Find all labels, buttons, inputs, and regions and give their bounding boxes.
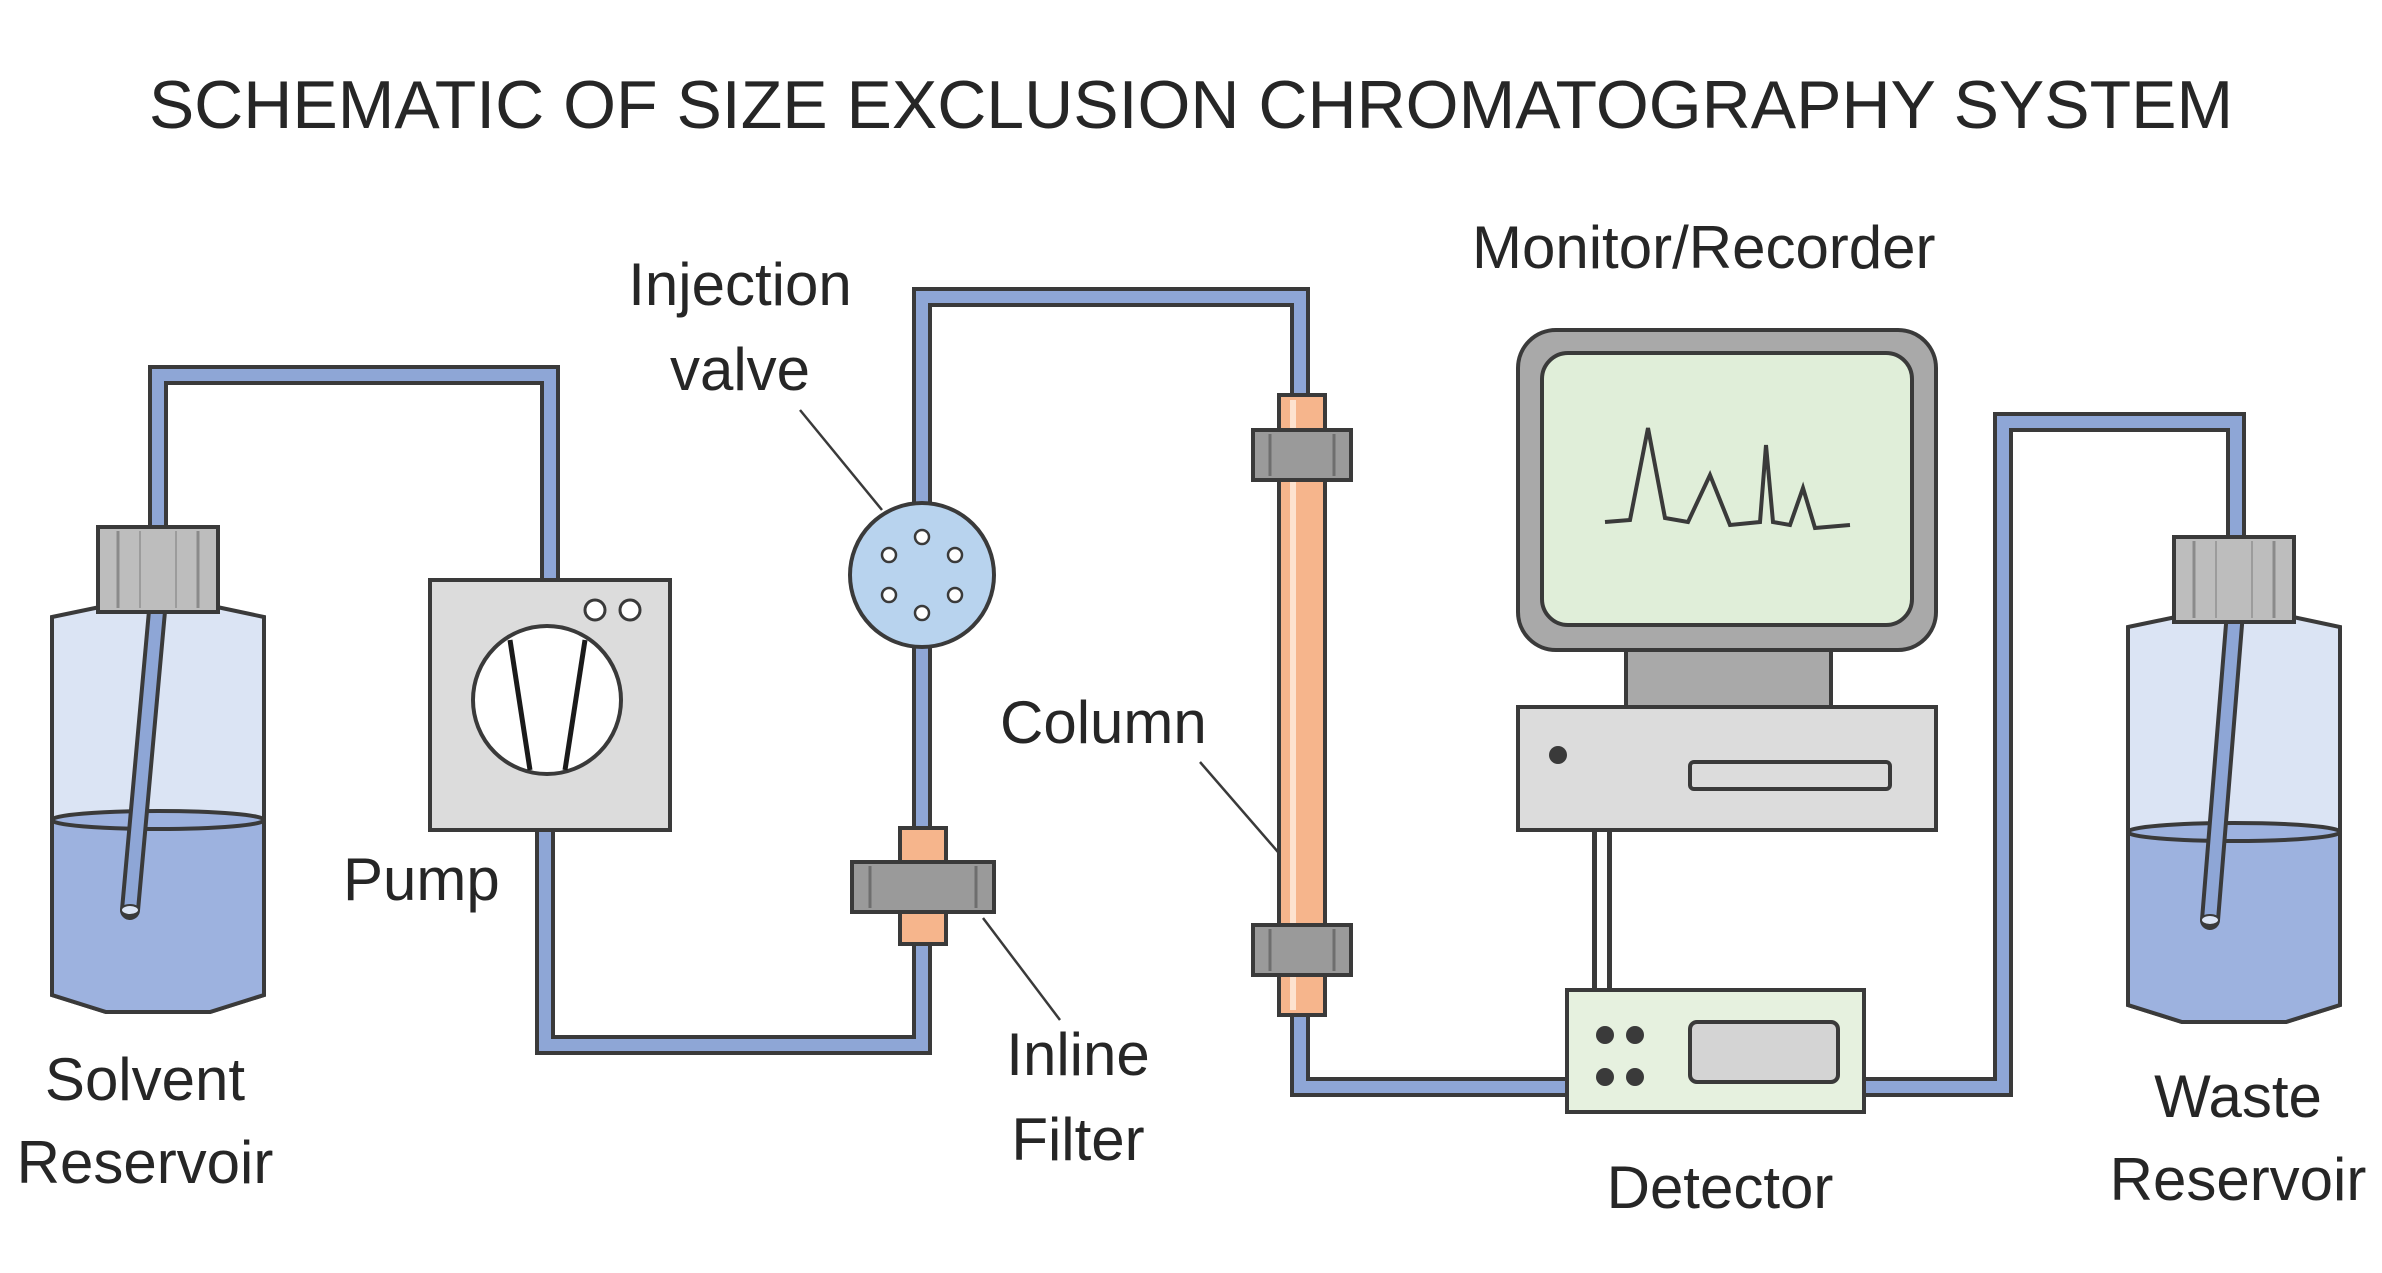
- column-bottom-fitting: [1251, 923, 1353, 977]
- tube-valve-to-column: [912, 287, 1310, 510]
- label-monitor-recorder: Monitor/Recorder: [1472, 214, 1936, 281]
- label-waste-reservoir-line1: Waste: [2154, 1063, 2322, 1130]
- detector-unit: [1565, 988, 1866, 1114]
- label-injection-valve-line2: valve: [670, 336, 810, 403]
- inline-filter-leader-line: [982, 917, 1061, 1021]
- monitor-recorder: [1516, 328, 1938, 832]
- monitor-screen: [1540, 351, 1914, 627]
- detector-display: [1688, 1020, 1840, 1084]
- waste-dip-tube: [2200, 590, 2246, 930]
- recorder-power-dot: [1549, 746, 1567, 764]
- diagram-title: SCHEMATIC OF SIZE EXCLUSION CHROMATOGRAP…: [149, 67, 2233, 143]
- tube-column-to-detector: [1290, 1010, 1570, 1097]
- injection-valve: [848, 501, 996, 649]
- label-solvent-reservoir-line1: Solvent: [45, 1046, 245, 1113]
- tube-reservoir-to-pump: [148, 365, 560, 580]
- solvent-reservoir-bottle: [50, 525, 266, 1014]
- pump-indicator-light-2: [618, 598, 642, 622]
- tube-detector-to-waste: [1862, 412, 2246, 1097]
- label-waste-reservoir-line2: Reservoir: [2110, 1146, 2367, 1213]
- pump-unit: [428, 578, 672, 832]
- pump-indicator-light-1: [583, 598, 607, 622]
- chromatography-column: [1251, 393, 1353, 1017]
- injection-valve-leader-line: [799, 409, 883, 511]
- tubing-lines: [148, 287, 2246, 1097]
- monitor-stand: [1624, 648, 1833, 709]
- label-solvent-reservoir-line2: Reservoir: [17, 1129, 274, 1196]
- label-column: Column: [1000, 689, 1207, 756]
- label-injection-valve-line1: Injection: [628, 251, 851, 318]
- solvent-dip-tube: [120, 590, 168, 920]
- waste-liquid: [2126, 830, 2342, 1024]
- label-pump: Pump: [343, 846, 500, 913]
- solvent-bottle-cap: [96, 525, 220, 614]
- column-leader-line: [1199, 761, 1279, 853]
- recorder-drive-slot: [1688, 760, 1892, 791]
- waste-reservoir-bottle: [2126, 535, 2342, 1024]
- pump-head: [471, 624, 623, 776]
- label-detector: Detector: [1607, 1154, 1834, 1221]
- label-inline-filter-line2: Filter: [1011, 1106, 1144, 1173]
- tube-pump-to-filter: [535, 830, 932, 1055]
- label-inline-filter-line1: Inline: [1006, 1021, 1149, 1088]
- column-top-fitting: [1251, 428, 1353, 482]
- chromatogram-trace: [1604, 427, 1851, 531]
- inline-filter: [850, 826, 996, 946]
- waste-bottle-cap: [2172, 535, 2296, 624]
- solvent-liquid: [50, 818, 266, 1014]
